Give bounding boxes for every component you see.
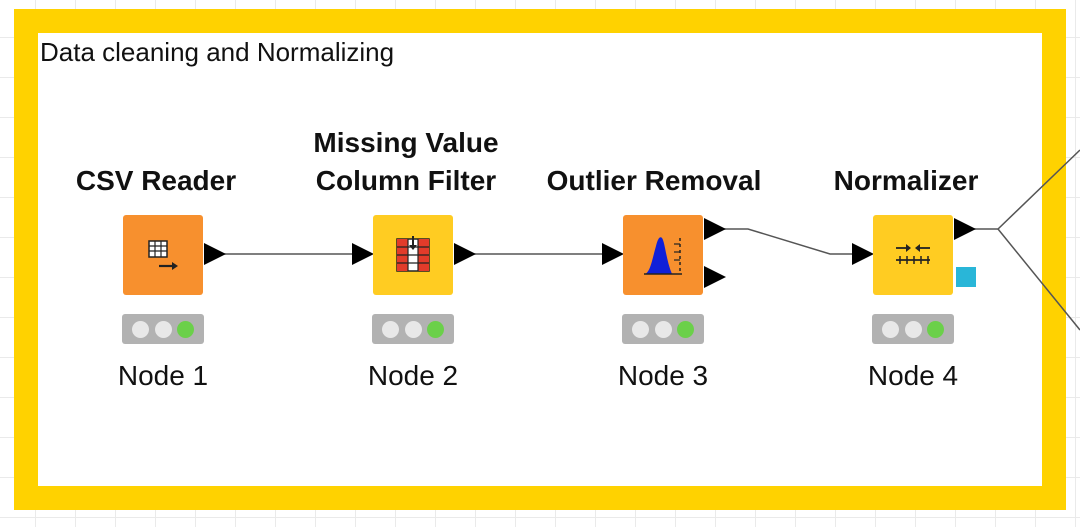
missing-value-filter-icon [396,236,430,272]
node-3-icon-box[interactable] [623,215,703,295]
node-2-label[interactable]: Node 2 [367,360,459,391]
node-2-input-port[interactable] [352,243,374,265]
node-3-title: Outlier Removal [546,165,762,196]
node-1-icon-box[interactable] [123,215,203,295]
csv-reader-icon [148,240,178,270]
node-4-label[interactable]: Node 4 [867,360,959,391]
outlier-removal-icon [644,237,682,275]
status-light-red [382,320,400,338]
node-4-output-port[interactable] [954,218,976,240]
node-4-input-port[interactable] [852,243,874,265]
node-4-status-indicator [872,314,954,344]
status-light-green [926,320,944,338]
node-4-flow-variable-port[interactable] [956,267,976,287]
node-3-status-indicator [622,314,704,344]
status-light-red [132,320,150,338]
node-4-title: Normalizer [833,165,979,196]
status-light-yellow [404,320,422,338]
node-1-title: CSV Reader [75,165,237,196]
node-3-output-port-1[interactable] [704,218,726,240]
node-4-icon-box[interactable] [873,215,953,295]
node-1-status-indicator [122,314,204,344]
annotation-title: Data cleaning and Normalizing [40,37,395,67]
node-1-label[interactable]: Node 1 [117,360,209,391]
status-light-yellow [904,320,922,338]
node-2-title-line1: Missing Value [313,127,499,158]
status-light-red [882,320,900,338]
status-light-yellow [154,320,172,338]
normalizer-icon [896,244,930,264]
node-2-output-port[interactable] [454,243,476,265]
node-2-title-line2: Column Filter [315,165,497,196]
node-3-output-port-2[interactable] [704,266,726,288]
node-1-output-port[interactable] [204,243,226,265]
node-3-input-port[interactable] [602,243,624,265]
status-light-green [176,320,194,338]
status-light-green [426,320,444,338]
node-3-label[interactable]: Node 3 [617,360,709,391]
status-light-green [676,320,694,338]
node-2-icon-box[interactable] [373,215,453,295]
status-light-red [632,320,650,338]
node-2-status-indicator [372,314,454,344]
status-light-yellow [654,320,672,338]
